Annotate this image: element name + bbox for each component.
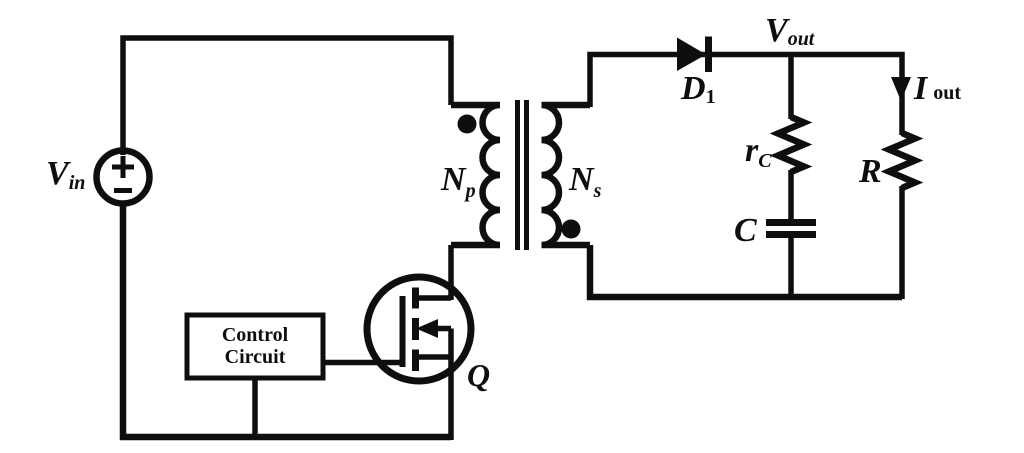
secondary-top-wire <box>587 51 905 135</box>
mosfet-arrow-icon <box>416 319 438 338</box>
mosfet-circle <box>363 273 475 385</box>
transformer-core <box>515 100 529 250</box>
primary-polarity-dot <box>457 114 477 134</box>
esr-capacitor-branch <box>766 114 816 238</box>
control-box-line2: Circuit <box>225 346 286 368</box>
diode-d1 <box>677 36 712 72</box>
resistor-r-zigzag <box>880 130 924 191</box>
output-current-arrow-icon <box>891 77 911 101</box>
input-voltage-source <box>93 147 153 207</box>
mosfet-q <box>363 273 475 385</box>
load-resistor-label: R <box>858 153 882 190</box>
secondary-bottom-rail-wire <box>586 245 902 301</box>
control-circuit-box: Control Circuit <box>184 312 326 381</box>
primary-turns-label: Np <box>440 161 476 202</box>
secondary-turns-label: Ns <box>568 161 602 202</box>
transformer <box>451 100 590 250</box>
load-branch <box>880 77 924 191</box>
control-box-line1: Control <box>222 324 289 346</box>
esr-resistor-label: rC <box>745 132 772 172</box>
secondary-winding <box>541 101 590 249</box>
capacitor-plates <box>766 219 816 238</box>
voltage-source-circle <box>93 147 153 207</box>
output-voltage-label: Vout <box>765 12 816 50</box>
input-voltage-label: Vin <box>46 155 85 194</box>
bottom-rail-wire <box>119 202 451 441</box>
top-rail-wire <box>120 35 454 155</box>
mosfet-label: Q <box>467 357 490 393</box>
capacitor-label: C <box>734 212 757 249</box>
primary-winding <box>451 101 501 249</box>
control-box-rect <box>184 312 326 381</box>
resistor-rc-zigzag <box>769 114 813 175</box>
diode-triangle <box>677 37 706 71</box>
secondary-polarity-dot <box>561 219 581 239</box>
diode-label: D1 <box>680 70 716 108</box>
plus-icon <box>112 156 134 178</box>
